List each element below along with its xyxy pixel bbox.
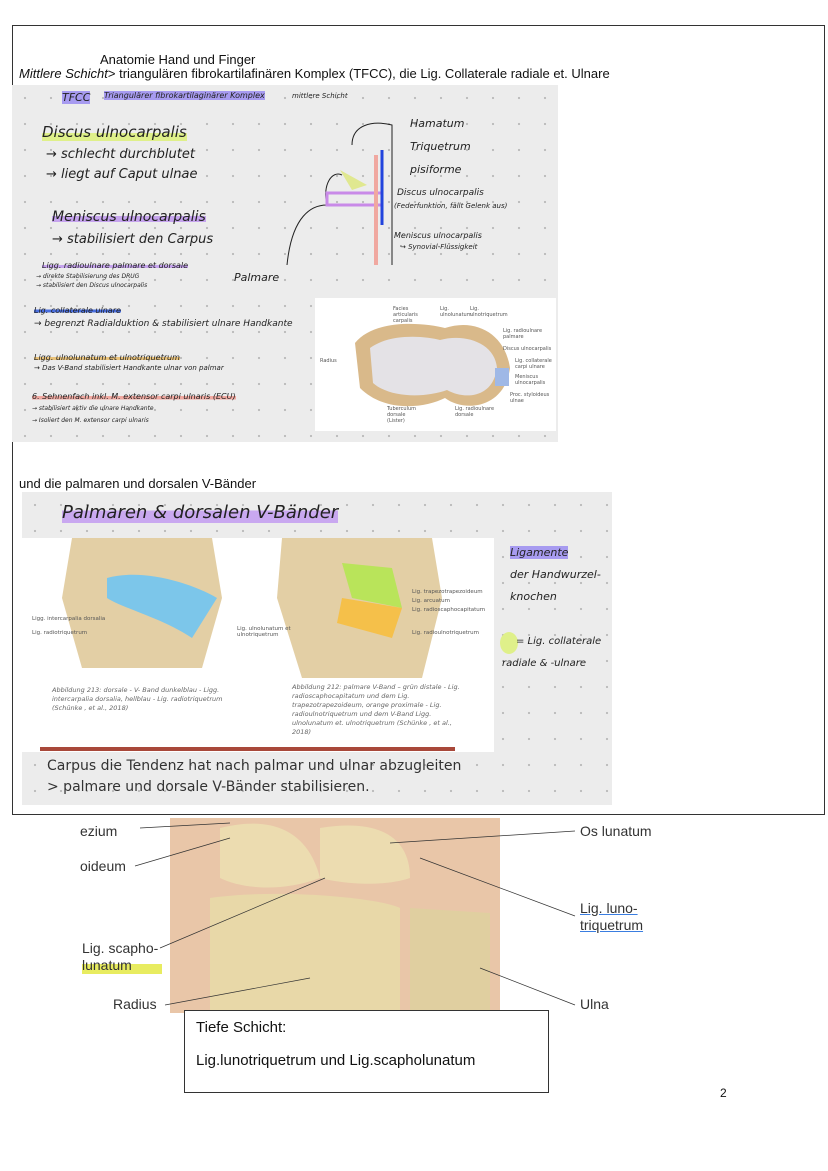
note2-bottom-2: > palmare und dorsale V-Bänder stabilisi… [47, 779, 370, 795]
note-coll: Lig. collaterale ulnare [34, 306, 121, 315]
fig-label: Tuberculum dorsale (Lister) [387, 406, 417, 424]
fig-label: Lig. radioulnare palmare [503, 328, 543, 340]
note-ligg-rad-1: → direkte Stabilisierung des DRUG [36, 273, 140, 280]
fig-label: Lig. ulnolunatum [440, 306, 472, 318]
note-heading-layer: mittlere Schicht [292, 92, 348, 100]
note-discus-1: → schlecht durchblutet [46, 147, 195, 162]
fig-label: Lig. radiotriquetrum [32, 630, 88, 636]
subtitle: Mittlere Schicht> triangulären fibrokart… [19, 66, 610, 81]
red-divider [40, 747, 455, 751]
note-ecu-1: → stabilisiert aktiv die ulnare Handkant… [32, 405, 154, 412]
note-discus-2: → liegt auf Caput ulnae [46, 167, 198, 182]
v-baender-figure: Ligg. intercarpalia dorsalia Lig. radiot… [22, 538, 494, 752]
note-ligg-rad: Ligg. radioulnare palmare et dorsale [42, 261, 189, 270]
side-note: knochen [510, 590, 557, 603]
fig-label: oideum [80, 858, 126, 874]
note-ligg-rad-2: → stabilisiert den Discus ulnocarpalis [36, 282, 148, 289]
handwritten-note-tfcc: TFCC Triangulärer fibrokartilaginärer Ko… [12, 85, 558, 442]
sketch-label: (Federfunktion, fällt Gelenk aus) [394, 202, 508, 210]
fig-label: Lig. ulnolunatum et ulnotriquetrum [237, 626, 291, 638]
sketch-label: Discus ulnocarpalis [397, 188, 484, 198]
fig-label: Facies articularis carpalis [393, 306, 418, 324]
wrist-sketch [286, 122, 393, 265]
fig-label: Discus ulnocarpalis [503, 346, 552, 352]
fig-label: Proc. styloideus ulnae [510, 392, 550, 404]
side-note: Ligamente [510, 546, 569, 559]
note-meniscus: Meniscus ulnocarpalis [52, 209, 206, 225]
yellow-highlight-mark [500, 632, 518, 654]
sketch-label: Meniscus ulnocarpalis [394, 231, 482, 240]
fig-label: Lig. trapezotrapezoideum [412, 589, 483, 595]
tfcc-figure: Facies articularis carpalis Lig. ulnolun… [315, 298, 556, 431]
paragraph-v-baender: und die palmaren und dorsalen V-Bänder [19, 476, 257, 491]
subtitle-text: > triangulären fibrokartilafinären Kompl… [107, 66, 610, 81]
page-title: Anatomie Hand und Finger [100, 52, 256, 67]
deep-layer-textbox: Tiefe Schicht: Lig.lunotriquetrum und Li… [184, 1010, 549, 1093]
note-coll-1: → begrenzt Radialduktion & stabilisiert … [34, 319, 293, 329]
side-note: radiale & -ulnare [502, 658, 587, 669]
note2-bottom-1: Carpus die Tendenz hat nach palmar und u… [47, 758, 462, 774]
fig-label: Radius [320, 358, 337, 364]
fig-label: Lig. luno-triquetrum [580, 900, 644, 933]
page-number: 2 [720, 1086, 727, 1100]
note-discus: Discus ulnocarpalis [42, 123, 187, 141]
fig-label: Os lunatum [580, 823, 652, 839]
caption-dorsal: Abbildung 213: dorsale - V- Band dunkelb… [52, 686, 223, 712]
fig-label: Lig. ulnotriquetrum [470, 306, 508, 318]
note-ecu-2: → Isoliert den M. extensor carpi ulnaris [32, 417, 149, 424]
fig-label: Lig. scapho-lunatum [82, 940, 162, 974]
fig-label: Lig. collaterale carpi ulnare [515, 358, 552, 370]
fig-label: Lig. radioscaphocapitatum [412, 607, 486, 613]
note-ulnolun: Ligg. ulnolunatum et ulnotriquetrum [34, 353, 180, 362]
fig-label: Lig. arcuatum [412, 598, 450, 604]
deep-layer-figure: ezium oideum Lig. scapho-lunatum Radius … [80, 818, 660, 1013]
sketch-label: pisiforme [410, 163, 462, 176]
note2-heading: Palmaren & dorsalen V-Bänder [62, 502, 339, 523]
note-palmare: Palmare [234, 271, 280, 284]
caption-palmar: Abbildung 212: palmare V-Band – grün dis… [292, 683, 460, 736]
note-ulnolun-1: → Das V-Band stabilisiert Handkante ulna… [34, 364, 224, 372]
box-line-2: Lig.lunotriquetrum und Lig.scapholunatum [196, 1052, 476, 1069]
sketch-label: Hamatum [410, 117, 465, 130]
sketch-label: Triquetrum [410, 140, 471, 153]
note-meniscus-1: → stabilisiert den Carpus [52, 232, 214, 247]
fig-label: Radius [113, 996, 157, 1012]
sketch-label: ↪ Synovial-Flüssigkeit [400, 243, 478, 251]
box-line-1: Tiefe Schicht: [196, 1019, 287, 1036]
subtitle-layer: Mittlere Schicht [19, 66, 108, 81]
fig-label: Ligg. intercarpalia dorsalia [32, 616, 106, 622]
handwritten-note-v-baender: Palmaren & dorsalen V-Bänder Ligg. inter… [22, 492, 612, 805]
fig-label: Ulna [580, 996, 609, 1012]
side-note: der Handwurzel- [510, 568, 601, 581]
note-heading-full: Triangulärer fibrokartilaginärer Komplex [104, 91, 265, 100]
note-heading-tfcc: TFCC [62, 91, 91, 104]
fig-label: Lig. radioulnare dorsale [455, 406, 495, 418]
fig-label: Meniscus ulnocarpalis [515, 374, 546, 386]
fig-label: ezium [80, 823, 118, 839]
fig-label: Lig. radioulnotriquetrum [412, 630, 480, 636]
side-note: = Lig. collaterale [516, 636, 602, 647]
note-ecu: 6. Sehnenfach inkl. M. extensor carpi ul… [32, 392, 236, 401]
